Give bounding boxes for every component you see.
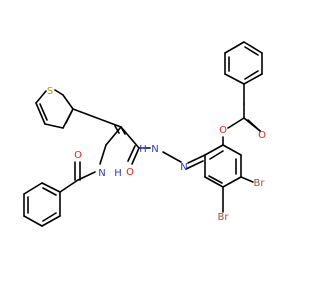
- sulfur-atom-label: S: [47, 86, 53, 97]
- bond-lines: [23, 41, 263, 227]
- benzamide-oxygen-label: O: [74, 150, 82, 161]
- atom-labels: S N H O O H N N O O Br Br: [47, 86, 266, 223]
- benzoate-ester: [224, 41, 263, 132]
- amide-hydrogen-label: H: [114, 168, 122, 179]
- imine-nitrogen-label: N: [180, 162, 187, 173]
- hydrazide-hydrogen-label: H: [139, 144, 147, 155]
- benzamide-group: [23, 144, 107, 227]
- hydrazide-nitrogen-label: N: [151, 144, 158, 155]
- amide-nitrogen-label: N: [98, 168, 105, 179]
- bromine-para-label: Br: [218, 212, 230, 223]
- ester-carbonyl-oxygen-label: O: [258, 130, 266, 141]
- thiophene-ring: [35, 89, 74, 129]
- bromine-ortho-label: Br: [254, 178, 266, 189]
- hydrazide-oxygen-label: O: [126, 167, 134, 178]
- dibromophenyl-ring: [204, 136, 254, 213]
- vinyl-chain: [72, 108, 206, 170]
- chemical-structure: S N H O O H N N O O Br Br: [23, 41, 266, 227]
- ester-oxygen-label: O: [219, 125, 227, 136]
